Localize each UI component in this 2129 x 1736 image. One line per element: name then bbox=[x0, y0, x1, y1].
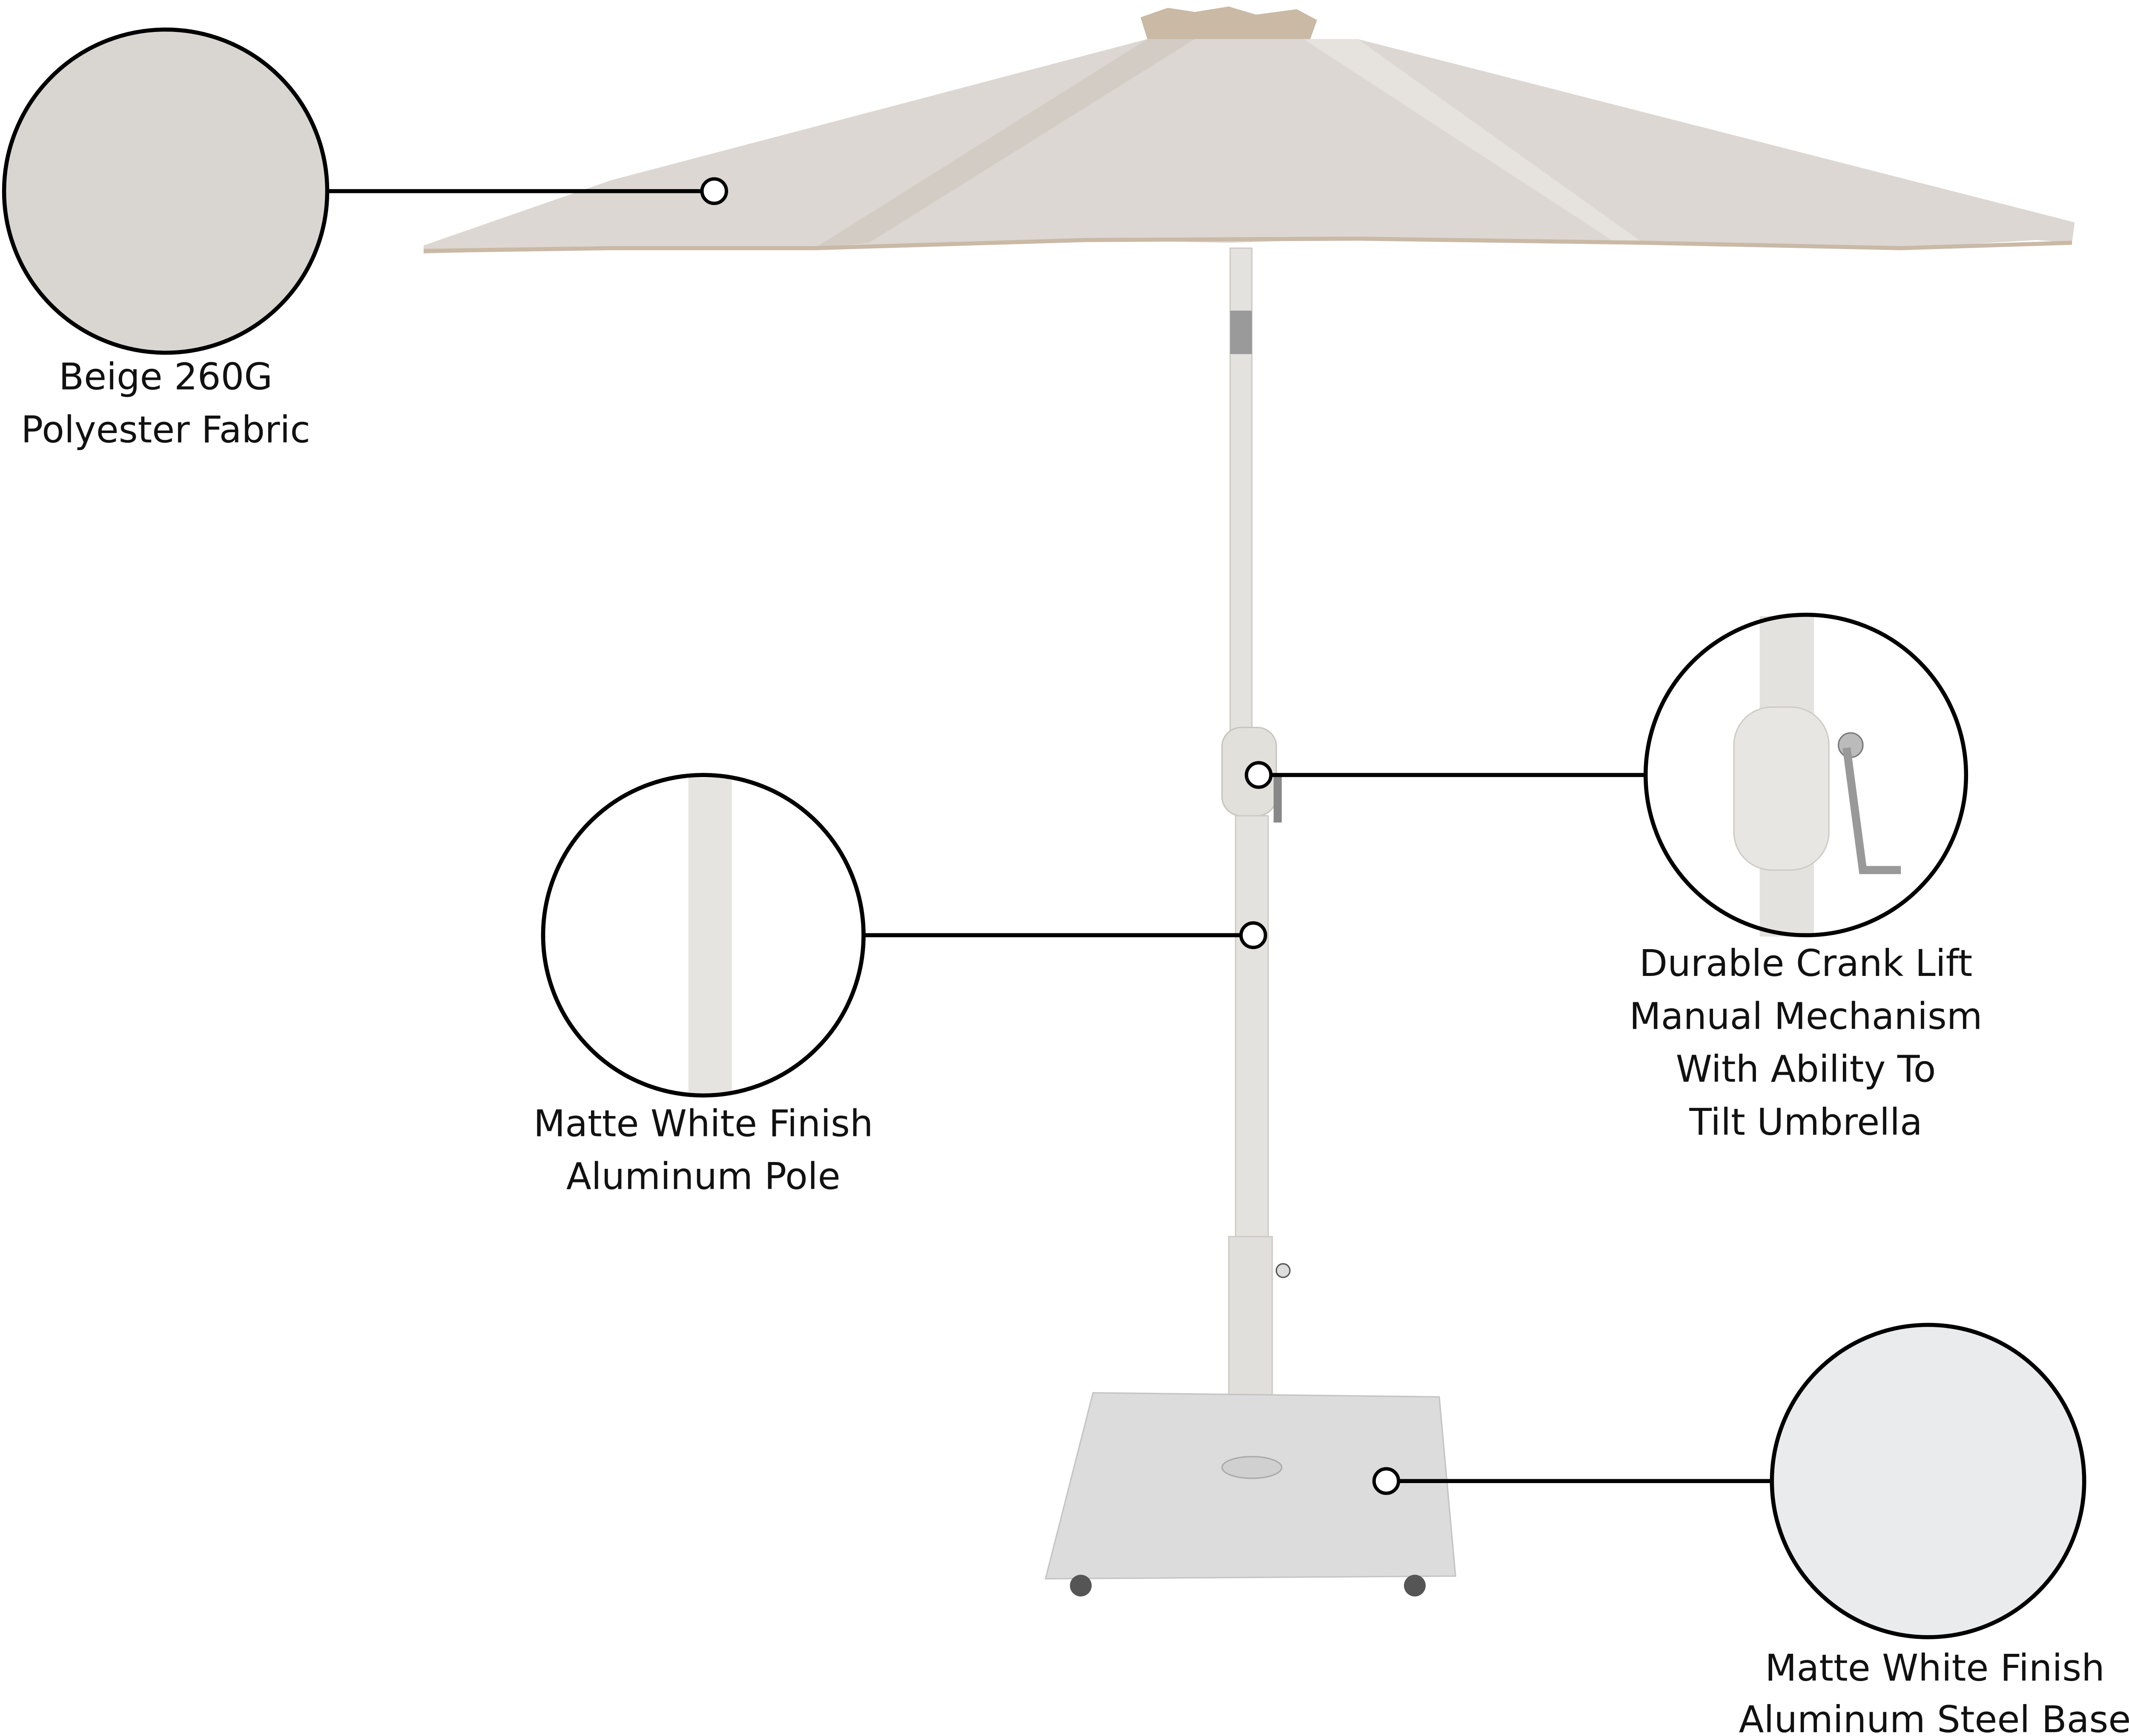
callout-text: Durable Crank Lift bbox=[1639, 942, 1972, 985]
wheel bbox=[1404, 1575, 1426, 1597]
callout-text: Polyester Fabric bbox=[21, 409, 310, 451]
umbrella-illustration bbox=[423, 6, 2075, 1597]
pointer-dot bbox=[1245, 761, 1273, 789]
callout-text: Beige 260G bbox=[59, 356, 273, 398]
pointer-dot bbox=[1372, 1467, 1400, 1495]
callout-base: Matte White Finish Aluminum Steel Base bbox=[1372, 1323, 2129, 1736]
callout-text: Tilt Umbrella bbox=[1689, 1101, 1922, 1144]
callout-text: Aluminum Pole bbox=[566, 1156, 841, 1198]
crank-detail bbox=[1733, 706, 1830, 871]
wheel bbox=[1070, 1575, 1092, 1597]
callout-pole: Matte White Finish Aluminum Pole bbox=[534, 773, 1267, 1198]
square-base bbox=[1044, 1392, 1457, 1580]
pointer-dot bbox=[1239, 921, 1267, 950]
umbrella-canopy bbox=[423, 39, 2075, 254]
callout-text: With Ability To bbox=[1676, 1048, 1936, 1091]
pole-detail bbox=[688, 778, 732, 1096]
callout-text: Matte White Finish bbox=[534, 1102, 873, 1145]
callout-text: Manual Mechanism bbox=[1629, 995, 1982, 1038]
fabric-detail-circle bbox=[2, 27, 330, 355]
pointer-dot bbox=[700, 177, 728, 205]
callout-fabric: Beige 260G Polyester Fabric bbox=[2, 27, 728, 451]
callout-text: Aluminum Steel Base bbox=[1739, 1699, 2129, 1736]
callout-crank: Durable Crank Lift Manual Mechanism With… bbox=[1245, 613, 1983, 1144]
lower-pole bbox=[1235, 815, 1269, 1237]
callout-text: Matte White Finish bbox=[1765, 1647, 2105, 1690]
base-detail-circle bbox=[1770, 1323, 2086, 1639]
